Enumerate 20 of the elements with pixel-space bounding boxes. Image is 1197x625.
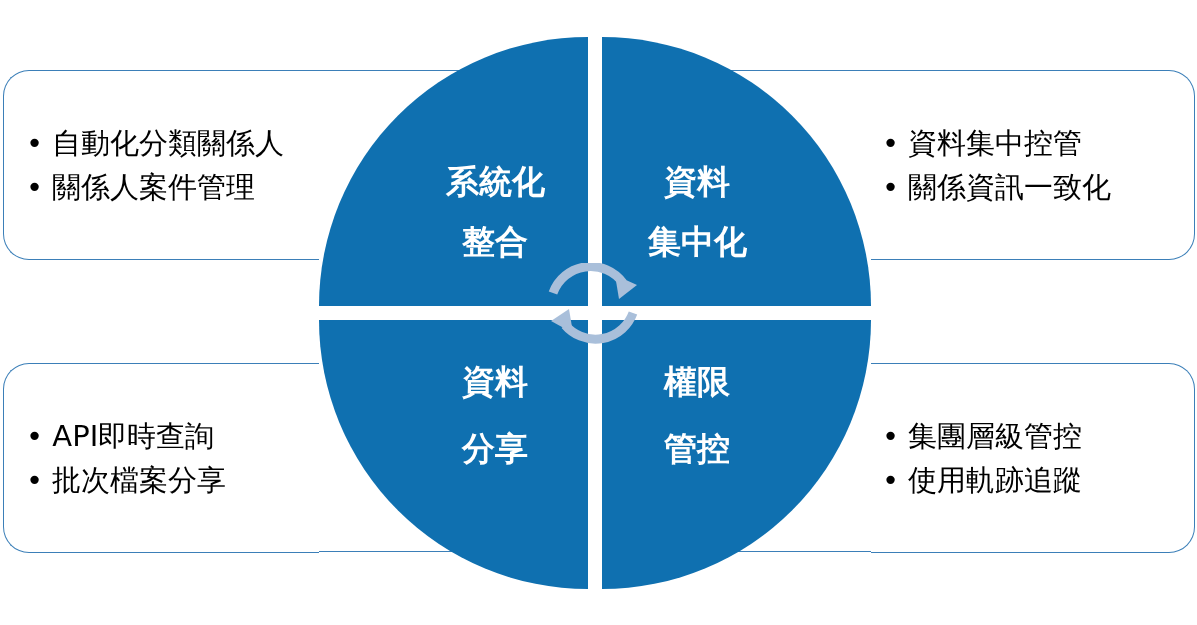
- quadrant-title: 系統化: [445, 161, 545, 203]
- rounded-text-box: [871, 70, 1195, 260]
- bullet-item: • 自動化分類關係人: [26, 125, 285, 162]
- rounded-text-box: [3, 70, 319, 260]
- bullet-item: • 關係人案件管理: [26, 169, 257, 206]
- quadrant-title: 集中化: [647, 221, 747, 263]
- bullet-item: • API即時查詢: [26, 418, 216, 455]
- bullet-item: • 批次檔案分享: [26, 462, 227, 499]
- bullet-item: • 關係資訊一致化: [882, 169, 1112, 206]
- quadrant-title: 分享: [462, 428, 528, 470]
- bullet-item: • 集團層級管控: [882, 418, 1083, 455]
- quadrant-title: 權限: [664, 361, 730, 403]
- quadrant-title: 管控: [664, 428, 730, 470]
- rounded-text-box: [871, 363, 1195, 553]
- quadrant-title: 整合: [462, 221, 528, 263]
- bullet-item: • 資料集中控管: [882, 125, 1084, 162]
- bullet-item: • 使用軌跡追蹤: [882, 462, 1083, 499]
- quadrant-title: 資料: [462, 361, 528, 403]
- rounded-text-box: [3, 363, 319, 553]
- quadrant-title: 資料: [664, 161, 730, 203]
